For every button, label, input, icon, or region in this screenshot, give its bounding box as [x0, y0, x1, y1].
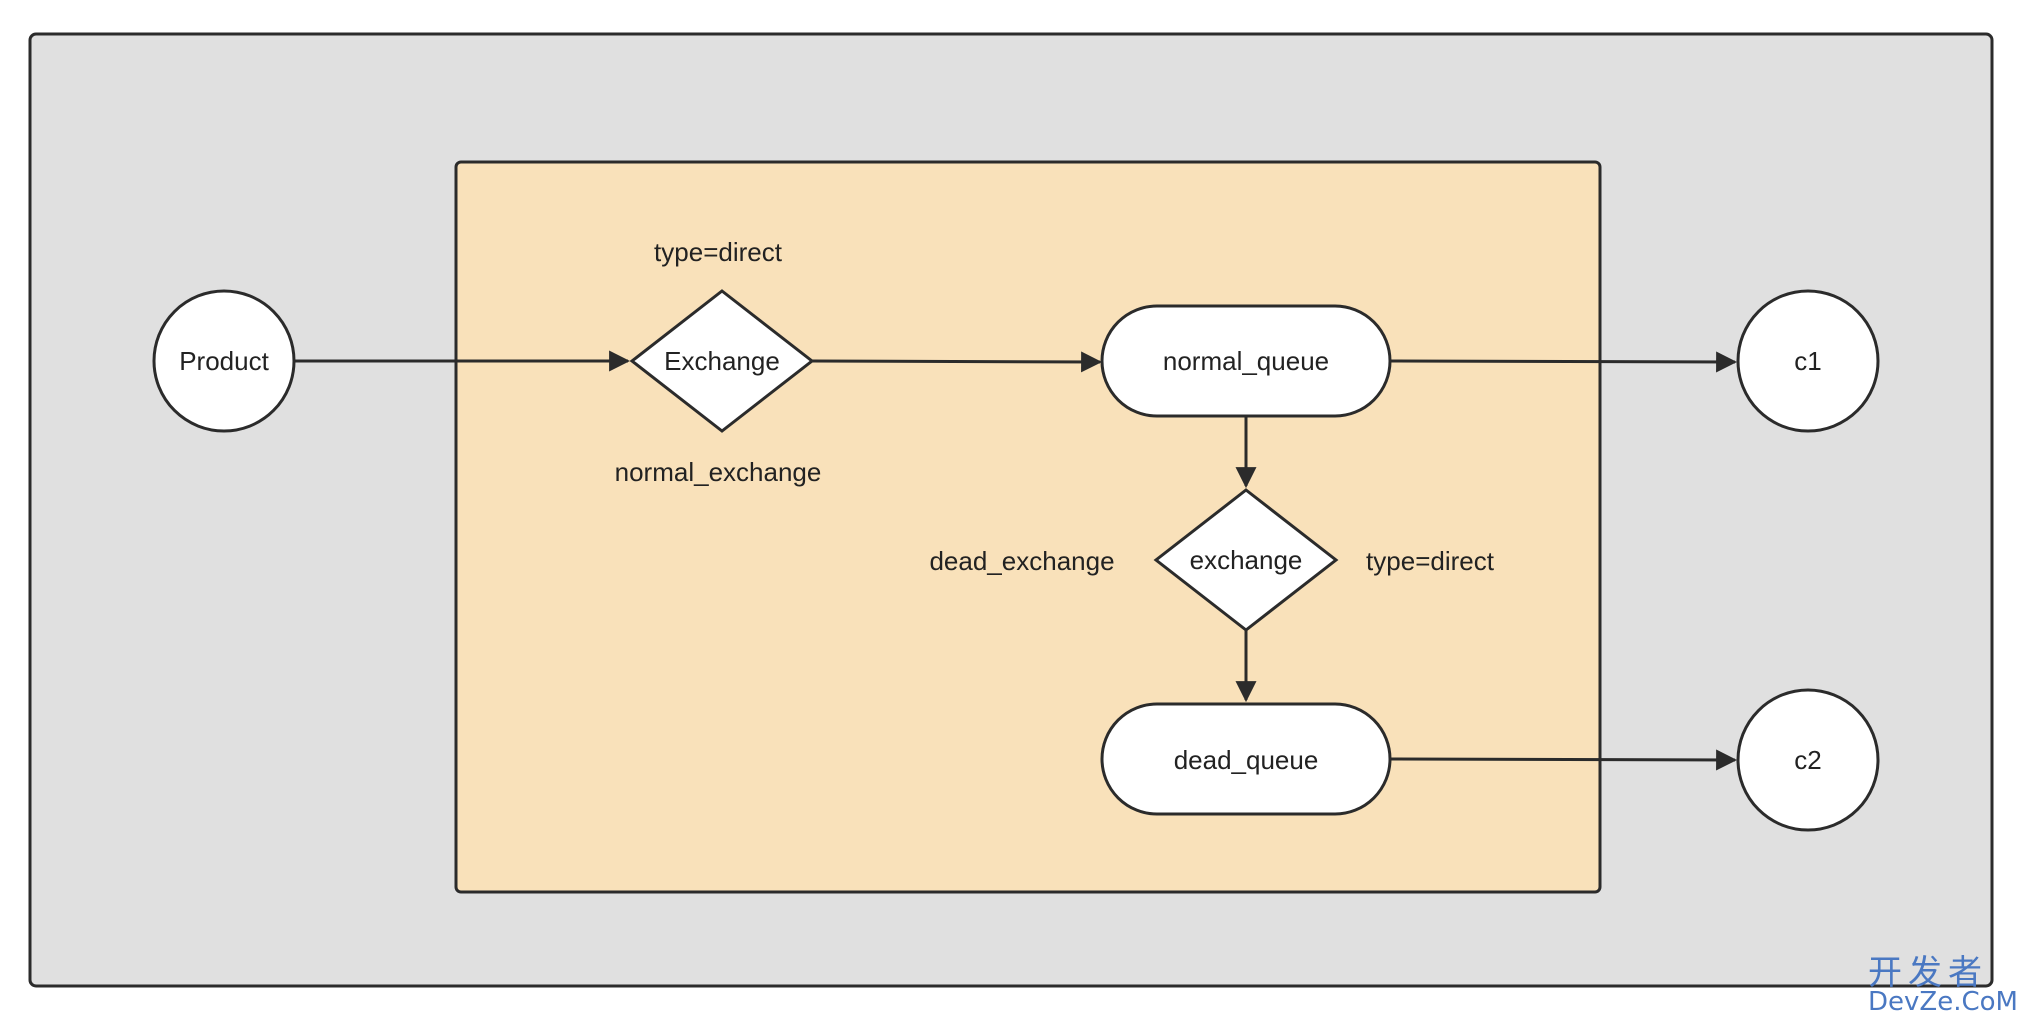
- normal-exchange-label: normal_exchange: [615, 457, 822, 487]
- exchange-label: Exchange: [664, 346, 780, 376]
- dead-exchange-node-label: exchange: [1190, 545, 1303, 575]
- watermark: 开发者 DevZe.CoM: [1868, 953, 2018, 1017]
- edge-normal-queue-to-c1: [1389, 351, 1738, 373]
- broker-container: [454, 160, 1602, 894]
- product-node: Product: [152, 289, 296, 433]
- dead-exchange-label: dead_exchange: [929, 546, 1114, 576]
- normal-queue-label: normal_queue: [1163, 346, 1329, 376]
- c1-node: c1: [1736, 289, 1880, 433]
- product-label: Product: [179, 346, 269, 376]
- normal-exchange-node: Exchange: [629, 289, 815, 433]
- watermark-line2: DevZe.CoM: [1868, 987, 2018, 1017]
- watermark-line1: 开发者: [1868, 953, 1988, 993]
- c2-node: c2: [1736, 688, 1880, 832]
- normal-queue-node: normal_queue: [1100, 304, 1392, 418]
- c2-label: c2: [1794, 745, 1821, 775]
- edge-dead-queue-to-c2: [1389, 749, 1738, 771]
- exchange-type-label: type=direct: [654, 237, 783, 267]
- dead-exchange-type-label: type=direct: [1366, 546, 1495, 576]
- dead-queue-label: dead_queue: [1174, 745, 1319, 775]
- c1-label: c1: [1794, 346, 1821, 376]
- dead-queue-node: dead_queue: [1100, 702, 1392, 816]
- edge-exchange-to-normal-queue: [811, 351, 1103, 373]
- dead-exchange-node: exchange: [1153, 488, 1339, 632]
